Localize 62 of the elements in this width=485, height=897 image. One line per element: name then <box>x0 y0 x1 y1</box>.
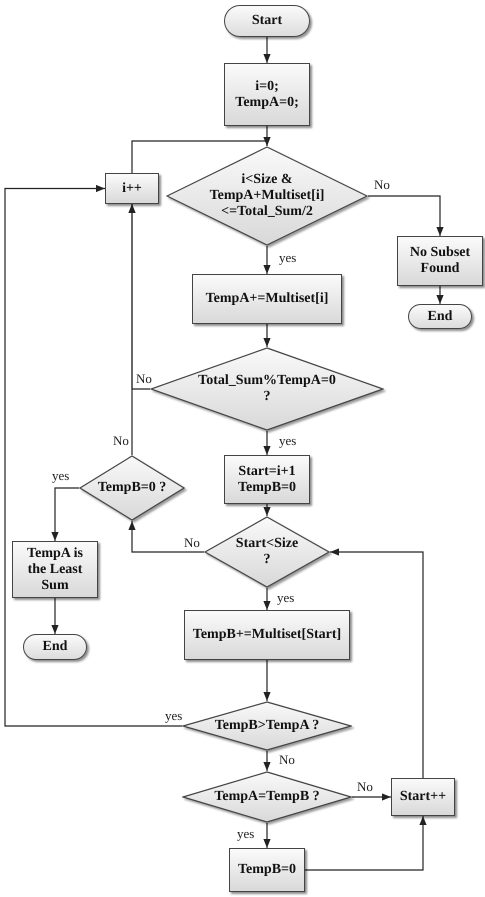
branch-label: yes <box>279 251 296 265</box>
step-text: TempA is the Least Sum <box>26 546 84 594</box>
flow-arrow <box>263 37 271 63</box>
process-box <box>184 610 350 660</box>
terminal-text: End <box>428 308 452 324</box>
condition-text: TempB=0 ? <box>98 480 166 496</box>
flow-arrow <box>128 521 204 553</box>
flow-arrow <box>305 816 427 871</box>
step-text: i=0; TempA=0; <box>234 78 300 110</box>
terminal-text: Start <box>252 13 282 29</box>
condition-text: TempB>TempA ? <box>214 718 320 734</box>
step-text: TempB=0 <box>238 862 296 878</box>
flow-arrow <box>51 487 79 541</box>
process-box <box>105 173 159 204</box>
step-text: TempA+=Multiset[i] <box>206 291 328 307</box>
flow-arrow <box>352 793 391 801</box>
flow-arrow <box>51 598 59 634</box>
flow-arrow <box>263 324 271 347</box>
condition-text: Start<Size ? <box>234 536 300 568</box>
branch-label: No <box>184 536 200 550</box>
step-text: i++ <box>122 180 142 196</box>
process-box <box>391 778 455 816</box>
branch-label: No <box>113 434 129 448</box>
terminal-pill <box>224 5 310 37</box>
flow-arrow <box>368 195 444 236</box>
process-box <box>12 541 98 598</box>
branch-label: yes <box>279 434 296 448</box>
flow-arrow <box>263 751 271 771</box>
flow-arrow <box>330 548 424 778</box>
branch-label: yes <box>165 709 182 723</box>
process-box <box>397 236 483 286</box>
branch-label: yes <box>277 591 294 605</box>
branch-label: No <box>357 780 373 794</box>
flow-arrow <box>263 660 271 701</box>
terminal-text: End <box>42 639 68 655</box>
condition-text: i<Size & TempA+Multiset[i] <=Total_Sum/2 <box>208 172 326 220</box>
terminal-pill <box>23 634 87 660</box>
process-box <box>224 63 310 126</box>
flow-arrow <box>263 504 271 516</box>
flow-arrow <box>4 184 182 727</box>
step-text: TempB+=Multiset[Start] <box>192 627 342 643</box>
branch-label: No <box>374 178 390 192</box>
condition-text: Total_Sum%TempA=0 ? <box>197 373 337 405</box>
branch-label: No <box>279 753 295 767</box>
flow-arrow <box>436 286 444 304</box>
step-text: Start=i+1 TempB=0 <box>236 464 298 496</box>
process-box <box>224 455 310 504</box>
step-text: Start++ <box>400 789 446 805</box>
flow-arrow <box>263 823 271 848</box>
branch-label: yes <box>52 469 70 483</box>
step-text: No Subset Found <box>408 245 472 277</box>
condition-text: TempA=TempB ? <box>214 789 320 805</box>
terminal-pill <box>408 304 472 329</box>
process-box <box>192 274 342 324</box>
flow-arrow <box>128 204 136 455</box>
flow-arrow <box>263 246 271 274</box>
flow-arrow <box>263 431 271 455</box>
process-box <box>229 848 305 892</box>
flow-arrow <box>131 137 271 173</box>
branch-label: No <box>136 372 152 386</box>
branch-label: yes <box>237 827 254 841</box>
flow-arrow <box>263 588 271 610</box>
